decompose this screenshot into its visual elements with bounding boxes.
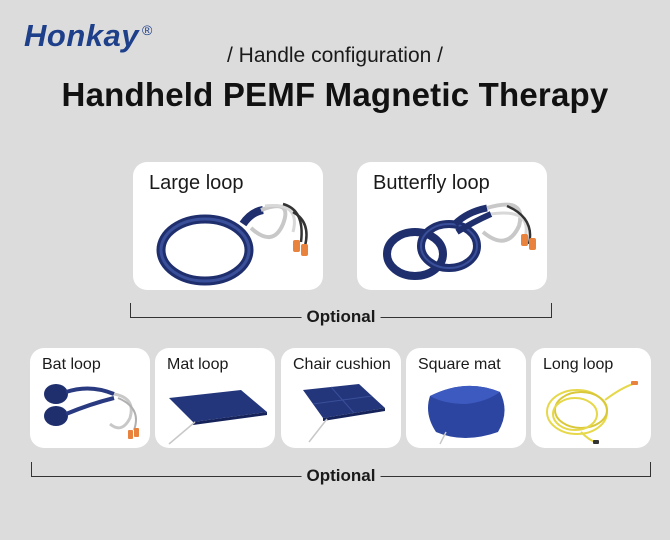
product-label: Mat loop <box>167 356 229 373</box>
product-card-mat-loop: Mat loop <box>155 348 275 448</box>
mat-loop-icon <box>168 390 267 445</box>
group-label: Optional <box>301 466 381 486</box>
page-title: Handheld PEMF Magnetic Therapy <box>61 76 609 113</box>
registered-mark: ® <box>142 22 153 38</box>
product-card-butterfly-loop: Butterfly loop <box>357 162 547 290</box>
product-label: Long loop <box>543 356 614 373</box>
product-card-long-loop: Long loop <box>531 348 651 448</box>
product-label: Large loop <box>149 172 244 194</box>
product-label: Butterfly loop <box>373 172 490 194</box>
chair-cushion-icon <box>303 384 385 443</box>
brand-name: Honkay <box>24 18 139 53</box>
butterfly-loop-icon <box>383 202 536 280</box>
product-label: Bat loop <box>42 356 101 373</box>
product-card-bat-loop: Bat loop <box>30 348 150 448</box>
page-subtitle: / Handle configuration / <box>227 44 443 67</box>
product-card-chair-cushion: Chair cushion <box>281 348 401 448</box>
long-loop-icon <box>546 381 638 444</box>
bat-loop-icon <box>44 384 139 439</box>
square-mat-icon <box>428 385 505 445</box>
product-label: Square mat <box>418 356 501 373</box>
product-card-large-loop: Large loop <box>133 162 323 290</box>
product-card-square-mat: Square mat <box>406 348 526 448</box>
product-label: Chair cushion <box>293 356 391 373</box>
group-label: Optional <box>301 307 381 327</box>
large-loop-icon <box>156 202 308 286</box>
